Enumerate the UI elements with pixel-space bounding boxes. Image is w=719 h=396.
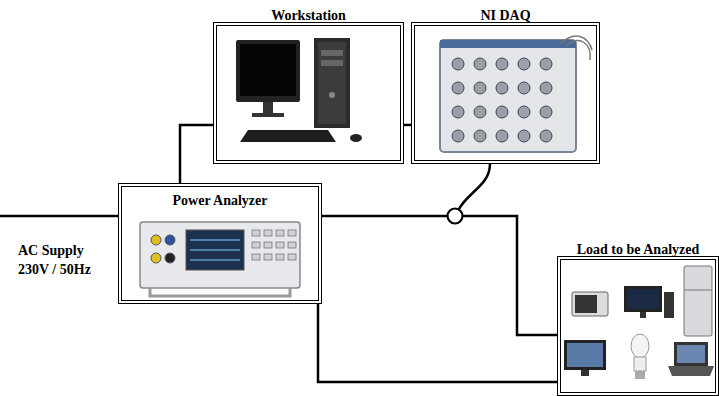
computer-picture xyxy=(236,38,362,142)
load-box: Load to be Analyzed xyxy=(557,256,719,396)
box-heading: NI DAQ xyxy=(480,8,530,24)
daq-box: NI DAQ xyxy=(411,22,600,164)
box-heading: Power Analyzer xyxy=(173,193,268,209)
daq-picture xyxy=(440,36,592,152)
box-heading: Workstation xyxy=(271,8,346,24)
power-analyzer-picture xyxy=(140,222,300,296)
wire xyxy=(404,124,411,127)
current-clamp xyxy=(448,209,463,224)
appliance-pictures xyxy=(564,266,714,379)
supply-label: AC Supply 230V / 50Hz xyxy=(18,241,104,279)
wire xyxy=(180,125,213,183)
supply-wire xyxy=(0,215,118,218)
probe-lead xyxy=(459,164,490,209)
workstation-box: Workstation xyxy=(213,22,404,164)
wire xyxy=(318,304,557,382)
wire xyxy=(322,216,557,335)
box-heading: Load to be Analyzed xyxy=(577,242,700,258)
analyzer-box: Power Analyzer xyxy=(118,183,322,304)
